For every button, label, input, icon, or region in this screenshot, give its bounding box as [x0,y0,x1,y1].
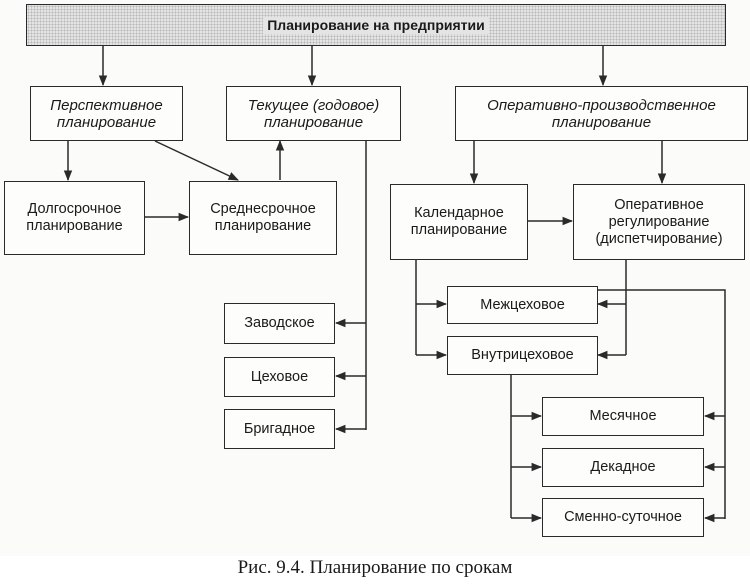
operational-planning-box: Оперативно-производственное планирование [455,86,748,141]
connectors [63,46,726,523]
brigade-box: Бригадное [224,409,335,449]
monthly-box: Месячное [542,397,704,436]
connector-inter-loop [598,289,726,519]
current-planning-box: Текущее (годовое) планирование [226,86,401,141]
connector-perspective-mediumterm [154,140,239,181]
perspective-planning-box: Перспективное планирование [30,86,183,141]
figure-caption: Рис. 9.4. Планирование по срокам [237,557,513,578]
inter-shop-box: Межцеховое [447,286,598,324]
long-term-planning-box: Долгосрочное планирование [4,181,145,255]
decade-box: Декадное [542,448,704,487]
operational-regulation-box: Оперативное регулирование (диспетчирован… [573,184,745,260]
shop-box: Цеховое [224,357,335,397]
calendar-planning-box: Календарное планирование [390,184,528,260]
title-box: Планирование на предприятии [26,4,726,46]
medium-term-planning-box: Среднесрочное планирование [189,181,337,255]
plant-box: Заводское [224,303,335,344]
intra-shop-box: Внутрицеховое [447,336,598,375]
shift-daily-box: Сменно-суточное [542,498,704,537]
title-text: Планирование на предприятии [263,16,489,34]
